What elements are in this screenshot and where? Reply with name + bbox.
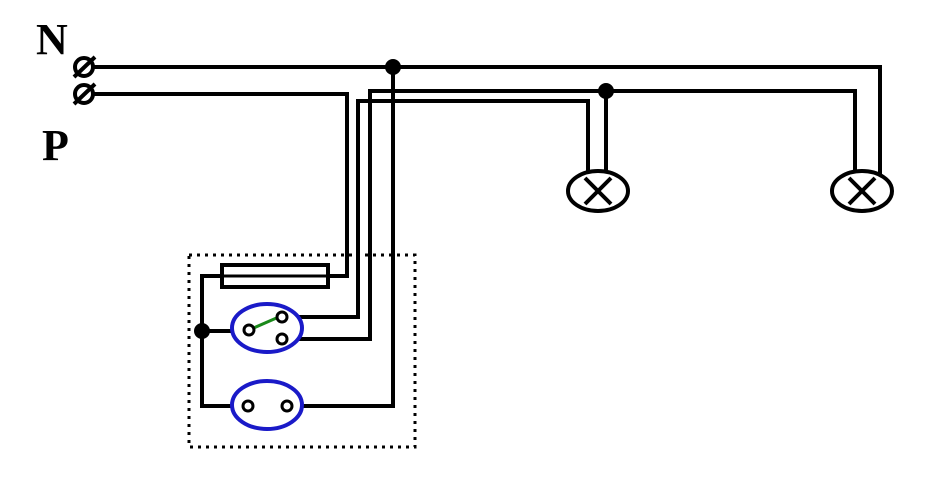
neutral-label: N	[36, 15, 68, 64]
lamp-2	[830, 169, 894, 213]
switch-return-wire	[288, 89, 608, 341]
lamp-1	[566, 169, 630, 213]
distribution-board-outline	[187, 253, 417, 449]
neutral-terminal	[72, 55, 97, 79]
neutral-drop-wire	[298, 65, 395, 408]
phase-terminal	[72, 82, 97, 106]
phase-wire	[92, 92, 349, 278]
junction-dot	[194, 323, 210, 339]
switched-wire-lamp-2	[604, 89, 857, 182]
fuse-output-wire	[200, 274, 242, 408]
switch	[230, 302, 304, 354]
switched-wire-lamp-1	[288, 99, 590, 319]
neutral-wire	[92, 65, 882, 182]
socket	[230, 379, 304, 431]
junction-dot	[598, 83, 614, 99]
junction-dot	[385, 59, 401, 75]
phase-label: P	[42, 121, 69, 170]
